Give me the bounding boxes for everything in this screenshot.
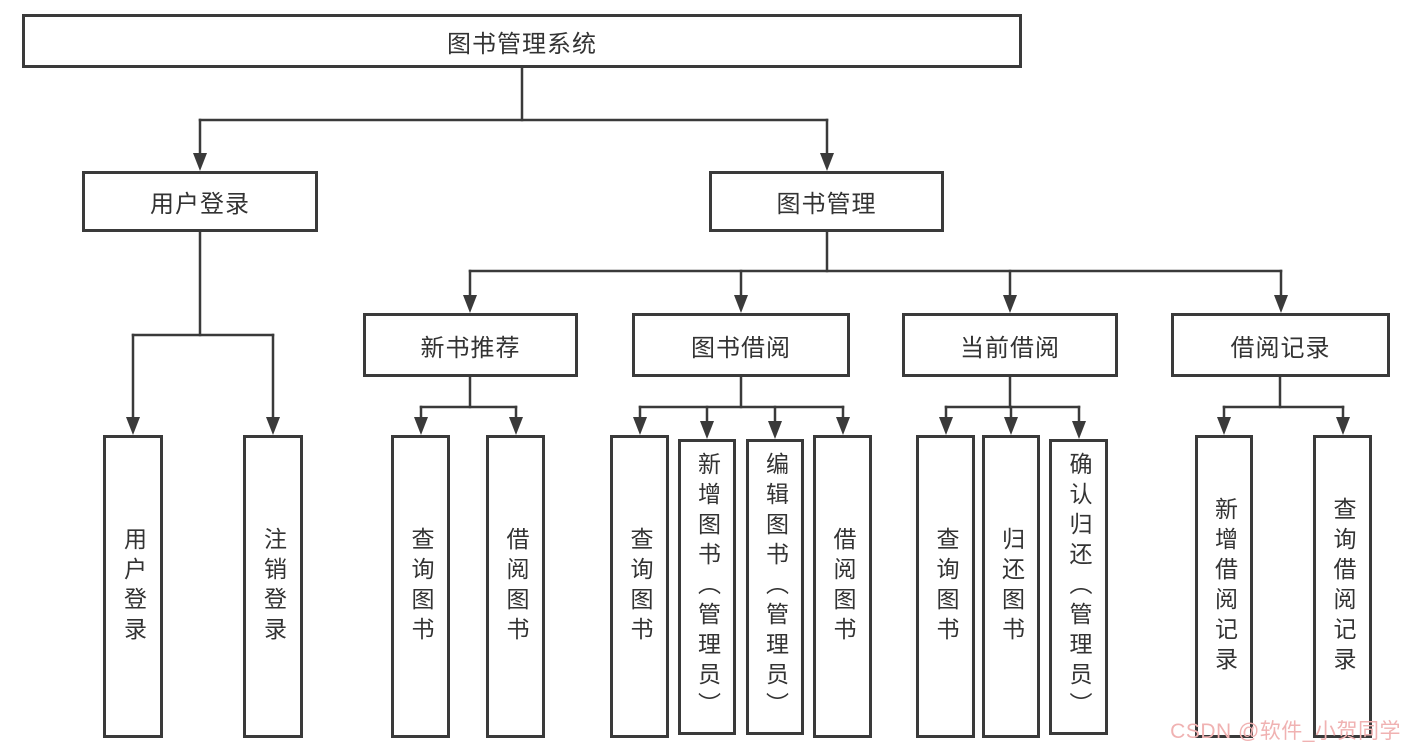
node-borrow-books-borrowing: 借阅图书 (813, 435, 872, 738)
node-new-book-recommend: 新书推荐 (363, 313, 578, 377)
node-book-management: 图书管理 (709, 171, 944, 232)
node-root: 图书管理系统 (22, 14, 1022, 68)
node-query-books-borrowing: 查询图书 (610, 435, 669, 738)
node-borrowing-records: 借阅记录 (1171, 313, 1390, 377)
node-user-login: 用户登录 (82, 171, 318, 232)
node-user-login-leaf: 用户登录 (103, 435, 163, 738)
node-borrow-books-recommend: 借阅图书 (486, 435, 545, 738)
node-query-books-recommend: 查询图书 (391, 435, 450, 738)
node-query-borrow-record: 查询借阅记录 (1313, 435, 1372, 738)
node-add-books-admin: 新增图书（管理员） (678, 439, 736, 735)
node-logout-leaf: 注销登录 (243, 435, 303, 738)
node-current-borrowing: 当前借阅 (902, 313, 1118, 377)
node-query-books-current: 查询图书 (916, 435, 975, 738)
node-book-borrowing: 图书借阅 (632, 313, 850, 377)
node-edit-books-admin: 编辑图书（管理员） (746, 439, 804, 735)
watermark: CSDN @软件_小贺同学 (1170, 720, 1401, 743)
node-return-books: 归还图书 (982, 435, 1040, 738)
node-confirm-return-admin: 确认归还（管理员） (1049, 439, 1108, 735)
node-add-borrow-record: 新增借阅记录 (1195, 435, 1253, 738)
